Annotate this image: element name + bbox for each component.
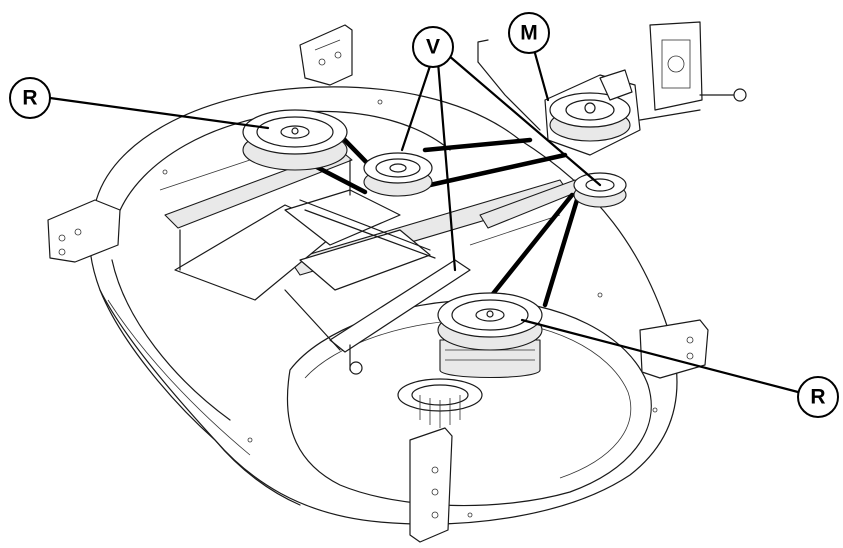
leader-r-right: [520, 318, 800, 394]
mounting-brackets: [47, 21, 747, 543]
pulley-idler-right: [573, 172, 627, 208]
leader-lines: [48, 44, 800, 394]
callout-r-right: R: [797, 376, 839, 418]
leader-v-to-belt-center: [436, 60, 457, 272]
leader-v-to-idler: [400, 58, 434, 152]
leader-v-to-belt-right: [446, 53, 602, 187]
center-spindle-hub: [397, 378, 483, 428]
clutch-assembly: [477, 39, 701, 156]
pulley-idler-center: [363, 152, 433, 197]
callout-v: V: [412, 26, 454, 68]
leader-m: [531, 44, 550, 102]
callout-m: M: [508, 12, 550, 54]
pulley-right-spindle: [437, 292, 543, 378]
leader-r-left: [48, 96, 270, 130]
svg-text:R: R: [22, 87, 37, 110]
callout-r-left: R: [9, 77, 51, 119]
svg-text:R: R: [810, 386, 825, 409]
svg-text:V: V: [426, 36, 440, 59]
pulley-left-spindle: [242, 109, 348, 171]
svg-text:M: M: [520, 22, 538, 45]
drive-belt: [277, 127, 583, 308]
